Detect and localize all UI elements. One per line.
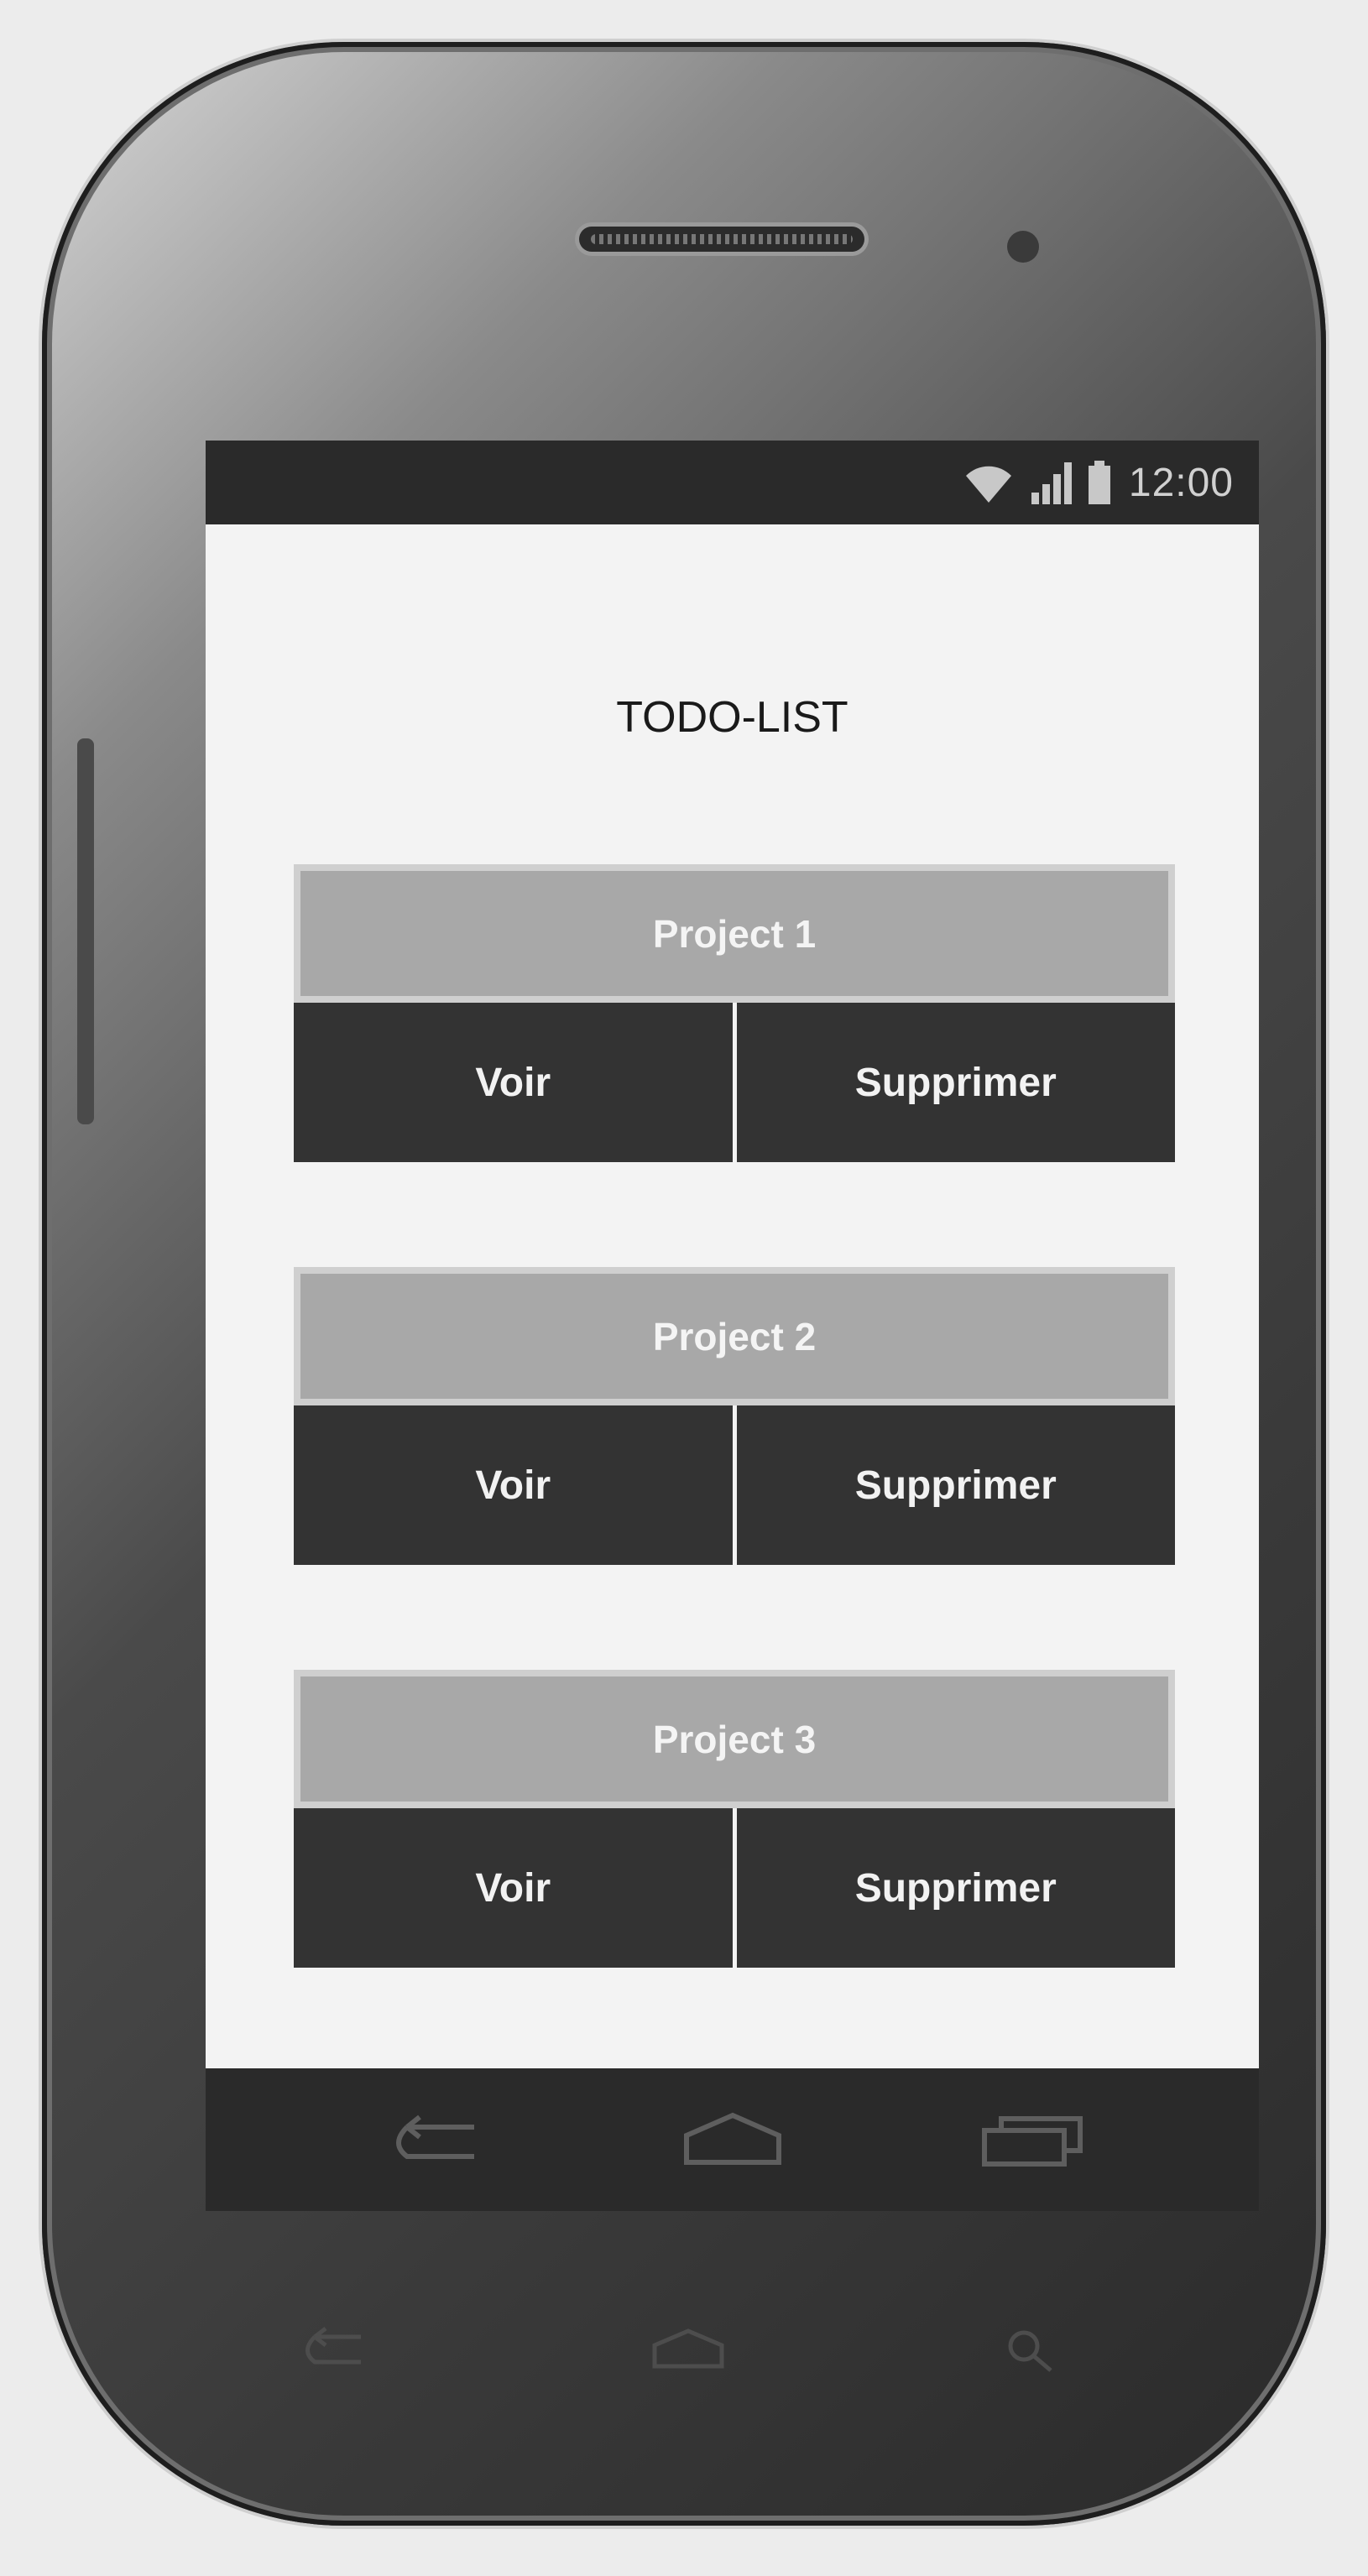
delete-project-3-button[interactable]: Supprimer bbox=[736, 1808, 1175, 1968]
delete-project-1-button[interactable]: Supprimer bbox=[736, 1003, 1175, 1162]
battery-icon bbox=[1088, 461, 1110, 504]
project-title-1[interactable]: Project 1 bbox=[294, 864, 1175, 1003]
view-project-1-button[interactable]: Voir bbox=[294, 1003, 737, 1162]
back-icon[interactable] bbox=[382, 2110, 491, 2169]
signal-icon bbox=[1031, 462, 1072, 504]
earpiece-speaker bbox=[579, 227, 864, 252]
project-title-3[interactable]: Project 3 bbox=[294, 1670, 1175, 1808]
project-card-3: Project 3 Voir Supprimer bbox=[294, 1670, 1175, 1968]
project-title-2[interactable]: Project 2 bbox=[294, 1267, 1175, 1405]
recent-apps-icon[interactable] bbox=[978, 2110, 1087, 2169]
project-card-1: Project 1 Voir Supprimer bbox=[294, 864, 1175, 1162]
home-icon[interactable] bbox=[678, 2110, 787, 2169]
hardware-home-icon bbox=[652, 2328, 724, 2369]
hardware-search-icon bbox=[1008, 2330, 1052, 2372]
wifi-icon bbox=[965, 466, 1011, 503]
view-project-2-button[interactable]: Voir bbox=[294, 1405, 737, 1565]
phone-screen: 12:00 TODO-LIST Project 1 Voir Supprimer… bbox=[206, 441, 1259, 2211]
project-card-2: Project 2 Voir Supprimer bbox=[294, 1267, 1175, 1565]
project-actions-1: Voir Supprimer bbox=[294, 1003, 1175, 1162]
project-actions-3: Voir Supprimer bbox=[294, 1808, 1175, 1968]
phone-frame: 12:00 TODO-LIST Project 1 Voir Supprimer… bbox=[42, 42, 1326, 2526]
hardware-back-icon bbox=[305, 2327, 361, 2365]
project-actions-2: Voir Supprimer bbox=[294, 1405, 1175, 1565]
view-project-3-button[interactable]: Voir bbox=[294, 1808, 737, 1968]
page-title: TODO-LIST bbox=[616, 693, 848, 742]
delete-project-2-button[interactable]: Supprimer bbox=[736, 1405, 1175, 1565]
volume-button bbox=[77, 738, 94, 1124]
status-bar: 12:00 bbox=[206, 441, 1259, 524]
front-camera bbox=[1007, 231, 1039, 263]
status-icons: 12:00 bbox=[959, 456, 1234, 509]
navigation-bar bbox=[206, 2068, 1259, 2211]
status-time: 12:00 bbox=[1128, 460, 1234, 505]
